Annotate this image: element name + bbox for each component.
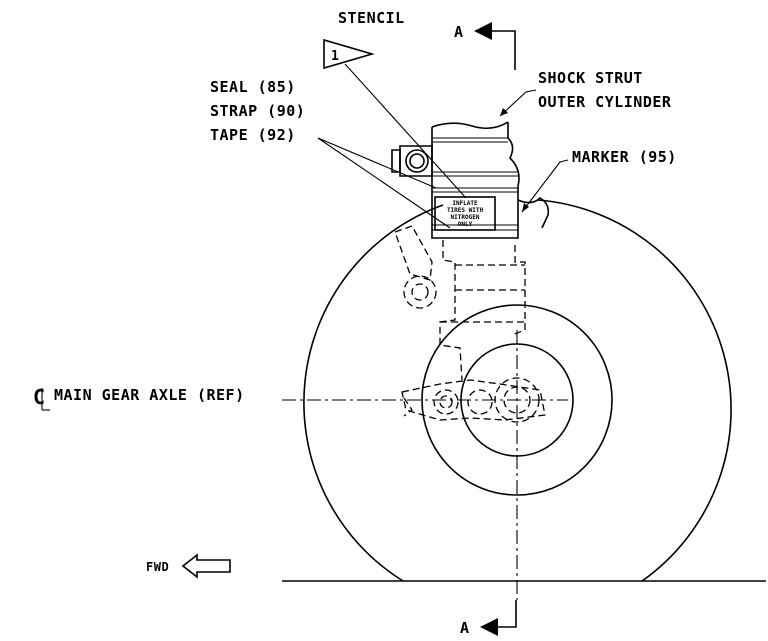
seal-strap-tape-leader-1 — [317, 137, 437, 189]
wheel-rim-outer — [421, 304, 613, 496]
placard-line-4: ONLY — [458, 221, 473, 228]
tire-outline — [303, 199, 732, 582]
shock-strut-leader — [499, 89, 537, 117]
marker-leader — [521, 159, 569, 213]
stencil-label: STENCIL — [338, 9, 405, 27]
marker-leader-arrow — [522, 203, 529, 212]
seal-label: SEAL (85) — [210, 78, 296, 96]
axle-label: MAIN GEAR AXLE (REF) — [54, 386, 245, 404]
section-bottom-label: A — [460, 619, 470, 637]
tape-label: TAPE (92) — [210, 126, 296, 144]
strap-label: STRAP (90) — [210, 102, 305, 120]
placard-line-2: TIRES WITH — [447, 207, 484, 214]
stencil-flag-number: 1 — [331, 49, 339, 64]
shock-strut-label-line1: SHOCK STRUT — [538, 69, 643, 87]
section-bottom-arrow-icon — [480, 600, 517, 636]
seal-strap-tape-leader-2 — [317, 137, 451, 229]
hidden-gear-structure — [394, 225, 546, 421]
section-top-arrow-icon — [474, 22, 516, 70]
shock-strut-label-line2: OUTER CYLINDER — [538, 93, 672, 111]
placard-line-1: INFLATE — [452, 200, 478, 207]
centerline-symbol-icon: C — [33, 385, 50, 411]
shock-strut-leader-arrow — [500, 108, 508, 116]
placard-line-3: NITROGEN — [451, 214, 480, 221]
section-top-label: A — [454, 23, 464, 41]
valve-fitting — [391, 145, 433, 177]
stencil-flag-icon — [323, 38, 375, 70]
fwd-arrow-icon — [181, 553, 231, 579]
svg-text:C: C — [33, 385, 46, 409]
shock-strut-cylinder — [431, 121, 550, 239]
marker-label: MARKER (95) — [572, 148, 677, 166]
fwd-label: FWD — [146, 560, 169, 574]
stencil-leader — [344, 63, 467, 199]
